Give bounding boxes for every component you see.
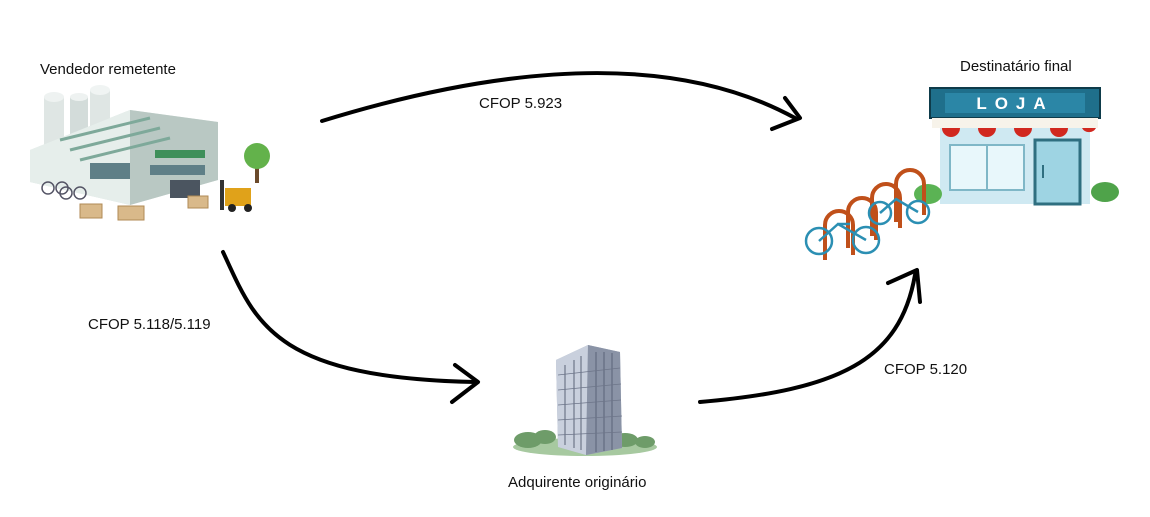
arrow-seller-to-final bbox=[320, 70, 802, 131]
edge-label-seller-to-final: CFOP 5.923 bbox=[479, 95, 563, 112]
node-label-acquirer: Adquirente originário bbox=[508, 474, 647, 491]
edge-label-seller-to-acquirer: CFOP 5.118/5.119 bbox=[88, 316, 211, 333]
factory-warehouse-icon bbox=[30, 85, 270, 221]
node-label-final: Destinatário final bbox=[960, 58, 1072, 75]
arrow-seller-to-acquirer bbox=[221, 250, 480, 404]
store-loja-icon: LOJA bbox=[804, 87, 1119, 260]
store-sign-text: LOJA bbox=[976, 94, 1053, 113]
office-building-icon bbox=[513, 345, 657, 456]
arrow-acquirer-to-final bbox=[698, 268, 922, 404]
edge-label-acquirer-to-final: CFOP 5.120 bbox=[884, 361, 968, 378]
node-label-seller: Vendedor remetente bbox=[40, 61, 176, 78]
